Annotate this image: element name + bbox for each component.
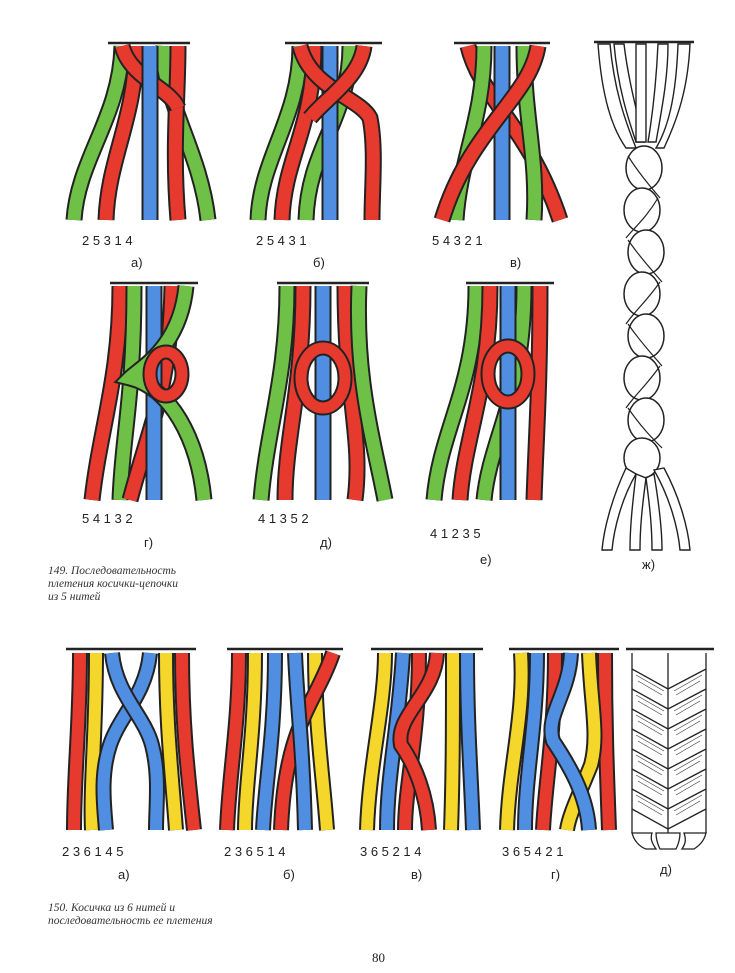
fig149-d-numbers: 4 1 3 5 2 [258, 511, 309, 526]
fig149-d-label: д) [320, 535, 332, 550]
fig149-e-label: е) [480, 552, 492, 567]
fig149-panel-zh [594, 40, 694, 551]
fig149-b-label: б) [313, 255, 325, 270]
fig149-zh-label: ж) [642, 557, 656, 572]
fig150-a-label: а) [118, 867, 130, 882]
fig149-e-numbers: 4 1 2 3 5 [430, 526, 481, 541]
fig149-v-numbers: 5 4 3 2 1 [432, 233, 483, 248]
fig149-panel-e [425, 281, 554, 501]
fig150-panel-d [626, 647, 714, 850]
fig150-panel-g [499, 647, 619, 832]
fig149-g-numbers: 5 4 1 3 2 [82, 511, 133, 526]
braid-links [623, 145, 665, 479]
fig149-panel-g [83, 281, 213, 503]
fig149-v-label: в) [510, 255, 522, 270]
fig150-b-label: б) [283, 867, 295, 882]
fig150-v-label: в) [411, 867, 423, 882]
fig150-d-label: д) [660, 862, 672, 877]
fig150-caption: 150. Косичка из 6 нитей и последовательн… [48, 902, 213, 927]
fig149-caption: 149. Последовательность плетения косички… [48, 565, 179, 603]
fig149-panel-b [249, 41, 382, 221]
fig149-g-label: г) [144, 535, 154, 550]
fig150-panel-v [359, 647, 483, 831]
fig150-b-numbers: 2 3 6 5 1 4 [224, 844, 286, 859]
fig150-g-numbers: 3 6 5 4 2 1 [502, 844, 564, 859]
fig149-b-numbers: 2 5 4 3 1 [256, 233, 307, 248]
page-number: 80 [372, 950, 385, 965]
fig149-a-label: а) [131, 255, 143, 270]
fig150-panel-a [66, 647, 202, 831]
fig150-a-numbers: 2 3 6 1 4 5 [62, 844, 124, 859]
fig149-panel-a [65, 41, 217, 222]
fig150-panel-b [219, 647, 343, 831]
fig150-v-numbers: 3 6 5 2 1 4 [360, 844, 422, 859]
fig149-panel-v [433, 41, 569, 223]
fig149-panel-d [252, 281, 394, 502]
fig149-a-numbers: 2 5 3 1 4 [82, 233, 133, 248]
fig150-g-label: г) [551, 867, 561, 882]
